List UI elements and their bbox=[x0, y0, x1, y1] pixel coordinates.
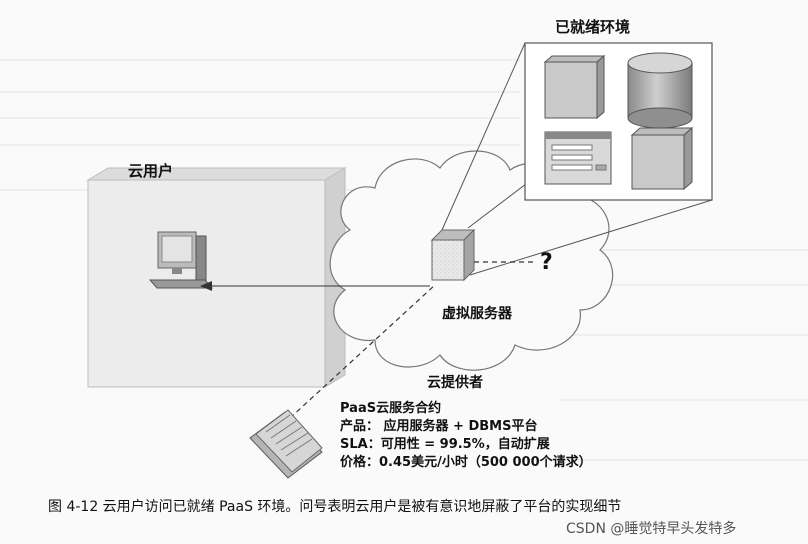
cloud-user-label: 云用户 bbox=[128, 162, 174, 180]
contract-title: PaaS云服务合约 bbox=[340, 401, 442, 416]
contract-document-icon bbox=[249, 409, 323, 479]
virtual-server-icon bbox=[430, 228, 476, 282]
cloud-provider-label: 云提供者 bbox=[427, 375, 483, 391]
contract-price: 价格：0.45美元/小时（500 000个请求） bbox=[340, 455, 592, 470]
cube-icon bbox=[630, 126, 694, 191]
watermark: CSDN @睡觉特早头发特多 bbox=[566, 521, 737, 537]
ready-environment-box bbox=[524, 42, 713, 201]
contract-sla: SLA：可用性 = 99.5%，自动扩展 bbox=[340, 437, 550, 452]
cloud-user-building bbox=[86, 167, 347, 388]
figure-caption: 图 4-12 云用户访问已就绪 PaaS 环境。问号表明云用户是被有意识地屏蔽了… bbox=[48, 499, 622, 515]
cube-icon bbox=[543, 54, 606, 120]
contract-dashed-line bbox=[289, 284, 436, 419]
form-window-icon bbox=[544, 131, 612, 185]
database-cylinder-icon bbox=[627, 52, 693, 129]
virtual-server-label: 虚拟服务器 bbox=[442, 306, 512, 322]
access-arrow bbox=[200, 281, 430, 291]
question-mark: ? bbox=[540, 250, 553, 275]
paas-contract-text: PaaS云服务合约 产品： 应用服务器 + DBMS平台 SLA：可用性 = 9… bbox=[340, 400, 592, 472]
computer-icon bbox=[148, 231, 214, 289]
ready-environment-title: 已就绪环境 bbox=[555, 18, 631, 36]
contract-product: 产品： 应用服务器 + DBMS平台 bbox=[340, 419, 538, 434]
